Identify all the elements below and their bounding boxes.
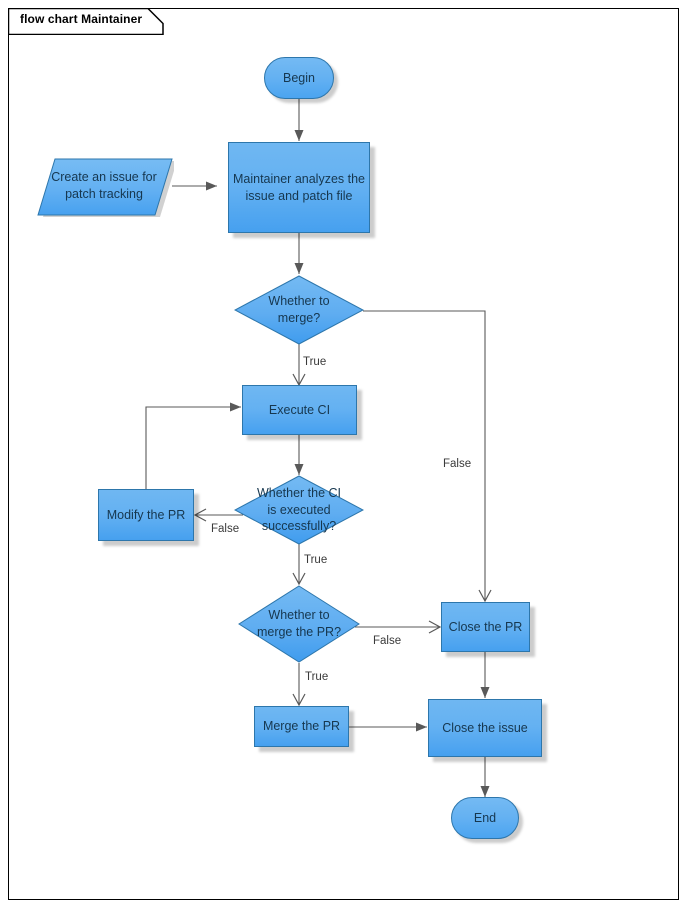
edge-label-ci-true: True xyxy=(304,554,328,566)
node-create-issue-shape xyxy=(34,155,174,217)
node-analyze-shape xyxy=(228,142,370,233)
edge-label-merge-false: False xyxy=(443,458,472,470)
frame-title-label: flow chart Maintainer xyxy=(20,12,143,26)
node-execute-ci-shape xyxy=(242,385,357,435)
node-begin-shape xyxy=(264,57,334,99)
node-analyze-label: Maintainer analyzes the issue and patch … xyxy=(232,171,366,203)
node-merge-pr-question-shape xyxy=(238,585,360,663)
node-end-shape xyxy=(451,797,519,839)
node-create-issue-label: Create an issue for patch tracking xyxy=(51,170,157,201)
node-close-pr[interactable]: Close the PR xyxy=(441,602,535,657)
node-modify-pr-label: Modify the PR xyxy=(106,507,186,522)
edge-label-merge-true: True xyxy=(303,356,327,368)
node-begin-label: Begin xyxy=(283,70,315,85)
node-execute-ci[interactable]: Execute CI xyxy=(242,385,362,440)
node-merge-pr-question[interactable]: Whether to merge the PR? xyxy=(238,585,360,663)
node-end-label: End xyxy=(473,810,497,825)
node-end[interactable]: End xyxy=(451,797,523,843)
node-merge-question-label: Whether to merge? xyxy=(268,294,330,325)
frame-title-tab: flow chart Maintainer xyxy=(8,8,164,35)
node-merge-pr-question-label: Whether to merge the PR? xyxy=(256,608,342,639)
node-create-issue[interactable]: Create an issue for patch tracking xyxy=(34,155,174,217)
node-ci-success-question-label: Whether the CI is executed successfully? xyxy=(256,485,342,534)
edge-label-mergepr-false: False xyxy=(373,635,402,647)
node-close-issue[interactable]: Close the issue xyxy=(428,699,547,762)
node-execute-ci-label: Execute CI xyxy=(268,402,331,417)
node-close-issue-label: Close the issue xyxy=(442,720,528,735)
node-close-pr-shape xyxy=(441,602,530,652)
node-close-issue-shape xyxy=(428,699,542,757)
edge-label-ci-false: False xyxy=(211,523,240,535)
node-merge-pr-shape xyxy=(254,706,349,747)
node-close-pr-label: Close the PR xyxy=(448,619,523,634)
node-modify-pr-shape xyxy=(98,489,194,541)
node-modify-pr[interactable]: Modify the PR xyxy=(98,489,199,546)
node-merge-question[interactable]: Whether to merge? xyxy=(234,275,364,345)
node-begin[interactable]: Begin xyxy=(264,57,338,103)
edge-label-mergepr-true: True xyxy=(305,671,329,683)
node-merge-pr[interactable]: Merge the PR xyxy=(254,706,354,752)
node-ci-success-question[interactable]: Whether the CI is executed successfully? xyxy=(234,475,364,545)
node-merge-pr-label: Merge the PR xyxy=(262,719,341,734)
node-analyze[interactable]: Maintainer analyzes the issue and patch … xyxy=(228,142,375,238)
